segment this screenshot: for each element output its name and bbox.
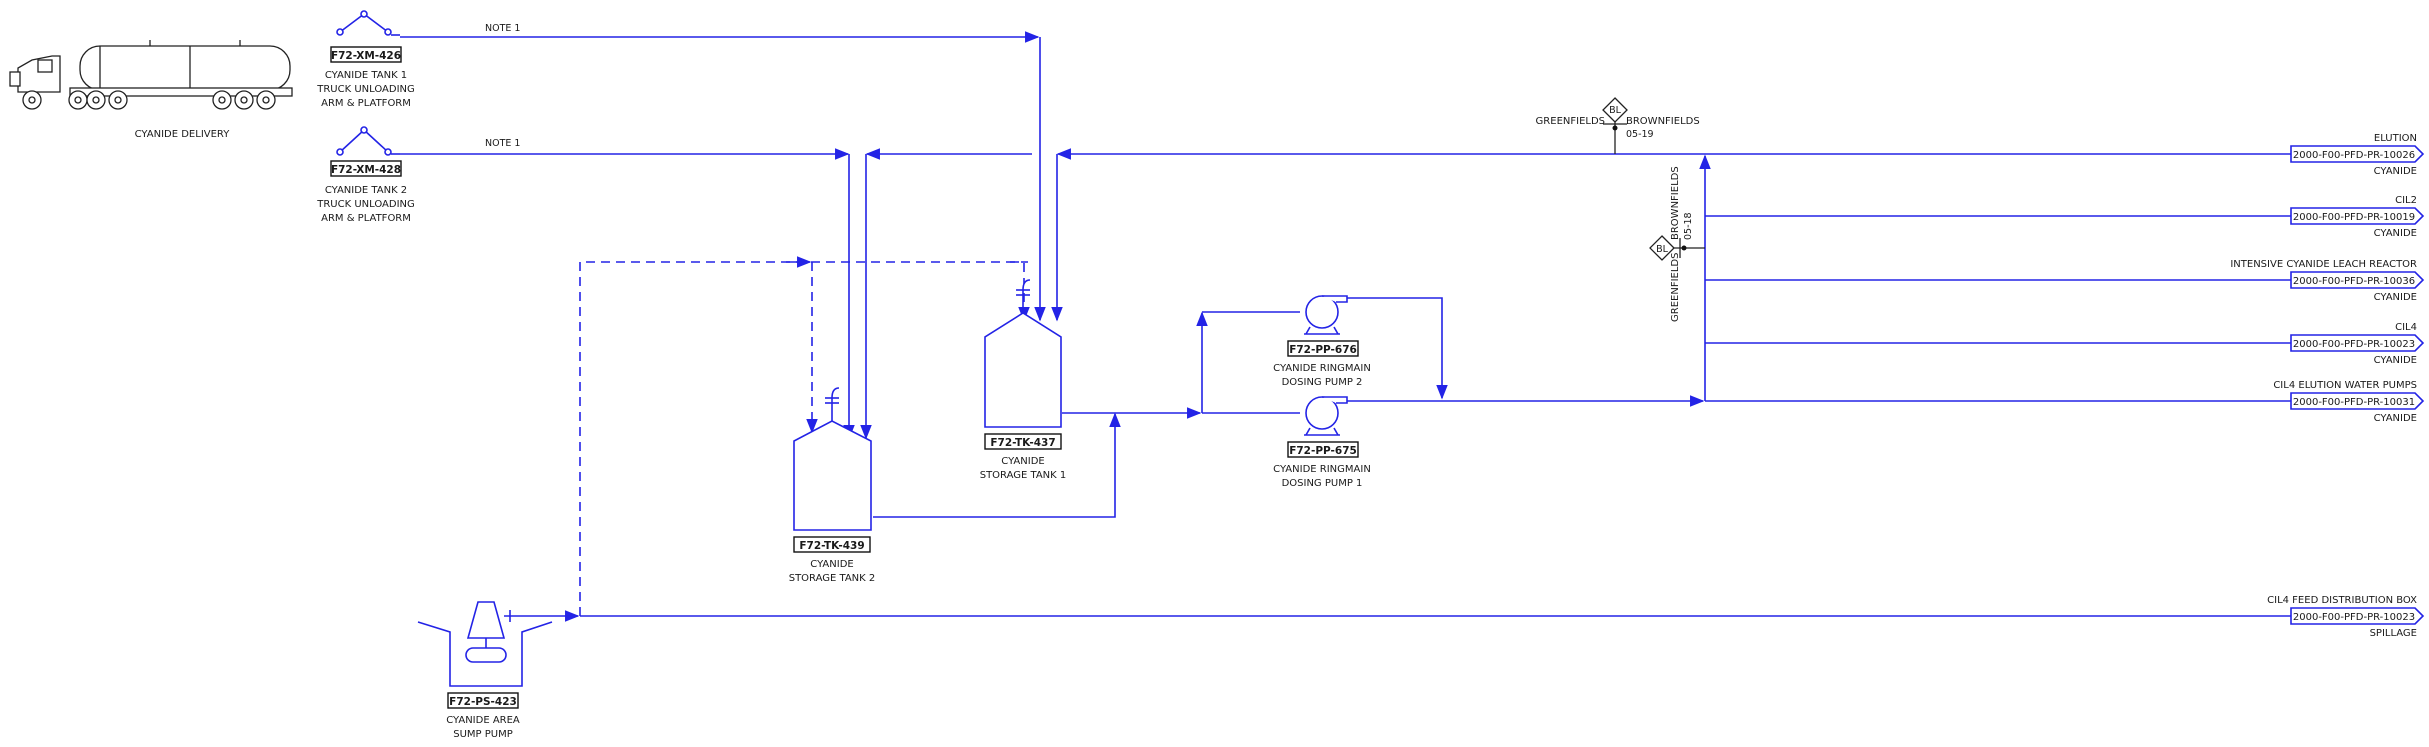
delivery-label: CYANIDE DELIVERY	[135, 129, 231, 140]
storage-tank-1-desc-1: CYANIDE	[1001, 456, 1044, 467]
unloading-arm-2-desc-3: ARM & PLATFORM	[321, 213, 411, 224]
battery-limit-top-right: BROWNFIELDS	[1626, 116, 1700, 127]
unloading-arm-2-desc-1: CYANIDE TANK 2	[325, 185, 407, 196]
battery-limit-side-marker	[1649, 235, 1705, 261]
unloading-arm-1-tag-box	[330, 46, 402, 63]
battery-limit-top-marker	[1602, 97, 1628, 154]
sump-pump-tag-box	[447, 692, 519, 709]
line-sump-vent-main	[579, 261, 1028, 616]
offpage-2-reference: 2000-F00-PFD-PR-10019	[2293, 212, 2415, 223]
offpage-5-destination: CIL4 ELUTION WATER PUMPS	[2273, 380, 2417, 391]
storage-tank-2-desc-2: STORAGE TANK 2	[789, 573, 876, 584]
offpage-3-connector	[2290, 271, 2425, 289]
offpage-6-connector	[2290, 607, 2425, 625]
offpage-2-destination: CIL2	[2395, 195, 2417, 206]
battery-limit-top-code: 05-19	[1626, 129, 1654, 140]
unloading-arm-1-desc-2: TRUCK UNLOADING	[316, 84, 415, 95]
battery-limit-side-code: 05-18	[1683, 212, 1694, 240]
sump-pump-tag: F72-PS-423	[449, 696, 517, 708]
dosing-pump-2-tag: F72-PP-676	[1289, 344, 1357, 356]
unloading-arm-1-desc-3: ARM & PLATFORM	[321, 98, 411, 109]
offpage-6-destination: CIL4 FEED DISTRIBUTION BOX	[2267, 595, 2417, 606]
offpage-2-fluid: CYANIDE	[2374, 228, 2417, 239]
storage-tank-2-icon	[793, 387, 872, 531]
dosing-pump-1-desc-1: CYANIDE RINGMAIN	[1273, 464, 1371, 475]
offpage-3-reference: 2000-F00-PFD-PR-10036	[2293, 276, 2415, 287]
dosing-pump-1-icon	[1304, 396, 1348, 436]
sump-pump-icon	[417, 601, 553, 687]
offpage-2-connector	[2290, 207, 2425, 225]
offpage-5-connector	[2290, 392, 2425, 410]
offpage-3-fluid: CYANIDE	[2374, 292, 2417, 303]
offpage-1-fluid: CYANIDE	[2374, 166, 2417, 177]
unloading-arm-1-note: NOTE 1	[485, 23, 520, 34]
dosing-pump-1-tag: F72-PP-675	[1289, 445, 1357, 457]
line-tank2-outlet	[873, 412, 1121, 518]
sump-pump-desc-2: SUMP PUMP	[453, 729, 513, 740]
storage-tank-2-tag: F72-TK-439	[799, 540, 864, 552]
unloading-arm-2-tag: F72-XM-428	[331, 164, 401, 176]
dosing-pump-2-desc-2: DOSING PUMP 2	[1282, 377, 1363, 388]
unloading-arm-2-desc-2: TRUCK UNLOADING	[316, 199, 415, 210]
dosing-pump-2-desc-1: CYANIDE RINGMAIN	[1273, 363, 1371, 374]
offpage-1-reference: 2000-F00-PFD-PR-10026	[2293, 150, 2415, 161]
storage-tank-2-tag-box	[793, 536, 871, 553]
offpage-5-reference: 2000-F00-PFD-PR-10031	[2293, 397, 2415, 408]
tanker-truck-icon	[9, 40, 293, 110]
battery-limit-side-left: GREENFIELDS	[1670, 253, 1681, 322]
battery-limit-side-symbol: BL	[1656, 244, 1669, 255]
offpage-3-destination: INTENSIVE CYANIDE LEACH REACTOR	[2230, 259, 2417, 270]
storage-tank-1-tag-box	[984, 433, 1062, 450]
battery-limit-top-symbol: BL	[1609, 105, 1622, 116]
unloading-arm-2-icon	[336, 126, 400, 156]
line-sump-to-tank1	[1010, 261, 1030, 322]
storage-tank-1-icon	[984, 279, 1062, 428]
offpage-6-fluid: SPILLAGE	[2370, 628, 2417, 639]
offpage-4-destination: CIL4	[2395, 322, 2417, 333]
battery-limit-top-left: GREENFIELDS	[1536, 116, 1605, 127]
dosing-pump-2-icon	[1304, 295, 1348, 335]
offpage-1-destination: ELUTION	[2374, 133, 2417, 144]
sump-pump-desc-1: CYANIDE AREA	[446, 715, 520, 726]
storage-tank-1-tag: F72-TK-437	[990, 437, 1055, 449]
dosing-pump-2-tag-box	[1287, 340, 1359, 357]
storage-tank-1-desc-2: STORAGE TANK 1	[980, 470, 1067, 481]
offpage-1-connector	[2290, 145, 2425, 163]
offpage-4-fluid: CYANIDE	[2374, 355, 2417, 366]
storage-tank-2-desc-1: CYANIDE	[810, 559, 853, 570]
offpage-5-fluid: CYANIDE	[2374, 413, 2417, 424]
dosing-pump-1-desc-2: DOSING PUMP 1	[1282, 478, 1363, 489]
offpage-4-reference: 2000-F00-PFD-PR-10023	[2293, 339, 2415, 350]
dosing-pump-1-tag-box	[1287, 441, 1359, 458]
offpage-4-connector	[2290, 334, 2425, 352]
line-discharge-pump2	[1347, 297, 1448, 400]
battery-limit-side-right: BROWNFIELDS	[1670, 166, 1681, 240]
unloading-arm-1-tag: F72-XM-426	[331, 50, 401, 62]
unloading-arm-1-icon	[336, 10, 400, 36]
unloading-arm-2-tag-box	[330, 160, 402, 177]
unloading-arm-1-desc-1: CYANIDE TANK 1	[325, 70, 407, 81]
unloading-arm-2-note: NOTE 1	[485, 138, 520, 149]
offpage-6-reference: 2000-F00-PFD-PR-10023	[2293, 612, 2415, 623]
